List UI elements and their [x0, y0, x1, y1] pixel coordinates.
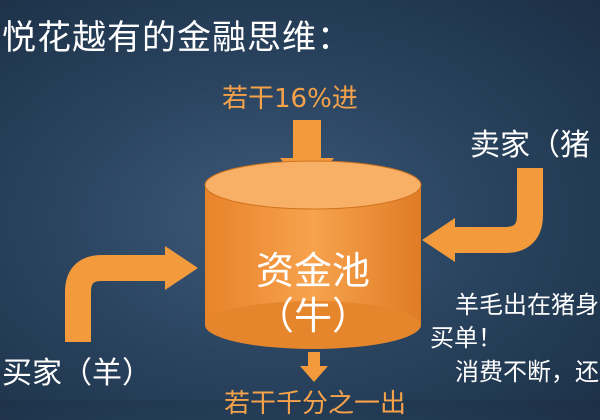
buyer-label: 买家（羊）: [2, 356, 152, 391]
note-line-3: 消费不断，还: [455, 358, 599, 386]
page-title: 悦花越有的金融思维：: [2, 18, 352, 58]
note-line-1: 羊毛出在猪身: [455, 291, 599, 319]
capital-pool-sublabel: （牛）: [255, 294, 370, 338]
buyer-arrow: [65, 246, 198, 342]
inflow-label: 若干16%进: [222, 84, 358, 114]
seller-label: 卖家（猪: [470, 128, 590, 163]
outflow-label: 若干千分之一出: [224, 389, 407, 419]
seller-arrow: [422, 168, 543, 262]
note-line-2: 买单！: [430, 324, 502, 352]
diagram-canvas: [65, 120, 543, 382]
capital-pool-cylinder: [204, 160, 422, 349]
outflow-arrow: [300, 352, 328, 382]
capital-pool-label: 资金池: [255, 249, 370, 293]
